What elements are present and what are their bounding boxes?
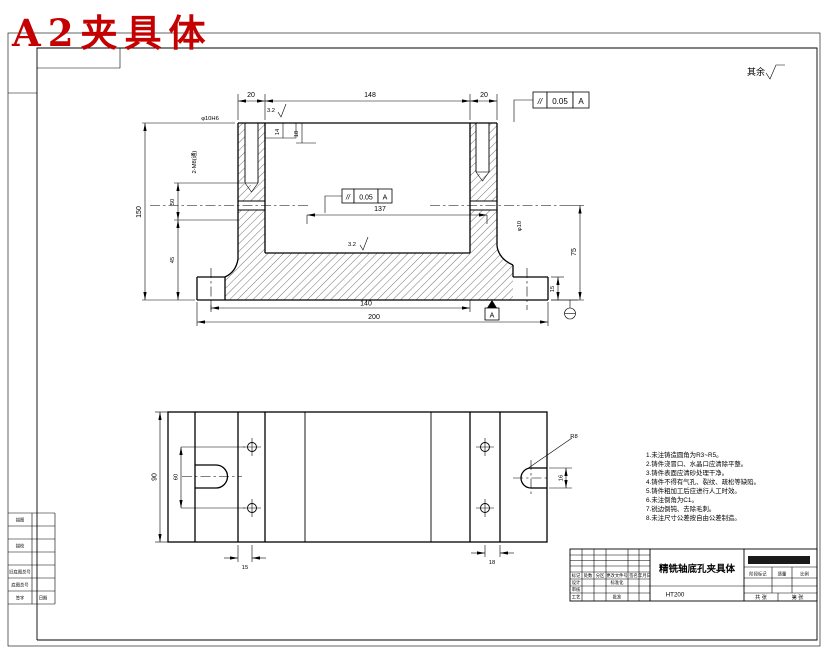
note-line: 3.铸件表面应清砂处理干净。 <box>646 468 728 477</box>
tolerance-value: 0.05 <box>552 97 568 106</box>
mounting-holes <box>243 438 494 517</box>
dim-slot-width: 16 <box>559 475 565 481</box>
tb-count: 处数 <box>584 572 593 579</box>
tapped-hole-left <box>244 123 259 193</box>
note-line: 4.铸件不得有气孔、裂纹、疏松等缺陷。 <box>646 477 760 486</box>
tb-scale: 比例 <box>800 571 809 578</box>
margin-no: 底图总号 <box>11 582 28 589</box>
tolerance-symbol: // <box>345 195 351 202</box>
side-hole-right <box>430 200 562 211</box>
surface-note-label: 其余 <box>747 66 765 77</box>
tolerance-datum: A <box>383 195 388 202</box>
tb-sheet-no: 第 张 <box>792 593 805 601</box>
thread-callout: 2-M8(通) <box>190 151 198 174</box>
dim-edge-left: 15 <box>242 565 248 571</box>
margin-sign: 签字 <box>16 595 25 601</box>
plan-view: R8 90 60 15 18 16 <box>152 411 578 571</box>
section-dimensions: 20 148 20 // 0.05 A 3.2 φ10H6 2-M8(通) 15… <box>136 91 590 326</box>
dim-wall-right: 20 <box>480 92 488 99</box>
margin-tracing: 描图 <box>16 517 25 524</box>
margin-date: 日期 <box>39 596 48 602</box>
roughness-floor-value: 3.2 <box>348 242 356 248</box>
hatched-section <box>225 123 513 300</box>
material-label: HT200 <box>666 592 685 599</box>
title-block: 标记 处数 分区 更改文件号 签名 年月日 设计 标准化 审核 工艺 批准 精铣… <box>569 548 818 602</box>
dim-plan-height: 90 <box>152 473 159 481</box>
tolerance-value: 0.05 <box>359 195 373 202</box>
dim-edge-right: 18 <box>489 560 495 566</box>
datum-letter: A <box>490 313 495 320</box>
surface-finish-note: 其余 <box>747 64 785 80</box>
tb-stage: 阶段标记 <box>749 571 767 578</box>
tolerance-datum: A <box>578 97 584 106</box>
tb-sign: 签名 <box>629 572 638 579</box>
dim-slot-radius: R8 <box>570 434 577 440</box>
top-hole-callout: φ10H6 <box>201 116 219 122</box>
left-slot <box>182 464 242 489</box>
note-line: 6.未注倒角为C1。 <box>646 495 698 504</box>
tb-zone: 分区 <box>596 572 605 579</box>
tb-standard: 标准化 <box>611 579 625 586</box>
note-line: 5.铸件粗加工后应进行人工时效。 <box>646 486 741 495</box>
drawing-code-band <box>748 556 810 564</box>
dim-hole-depth: 50 <box>170 199 176 205</box>
dim-wall-left: 20 <box>247 92 255 99</box>
dim-lower: 45 <box>170 257 176 263</box>
dim-overall-height: 150 <box>136 206 143 218</box>
tb-doc: 更改文件号 <box>606 572 627 579</box>
tapped-hole-right <box>475 123 490 182</box>
margin-old-no: 旧底图总号 <box>9 569 30 576</box>
dim-right-height: 75 <box>571 248 578 256</box>
dim-side-hole: φ10 <box>517 221 523 231</box>
section-view: 20 148 20 // 0.05 A 3.2 φ10H6 2-M8(通) 15… <box>136 91 590 326</box>
dim-span: 148 <box>364 92 376 99</box>
tb-mass: 质量 <box>778 571 787 578</box>
note-line: 7.锐边倒钝、去除毛刺。 <box>646 504 715 513</box>
roughness-top-value: 3.2 <box>267 108 275 114</box>
technical-notes: 1.未注铸造圆角为R3~R5。 2.铸件浇冒口、水晶口应清除平整。 3.铸件表面… <box>646 450 760 522</box>
right-slot: R8 <box>513 434 578 496</box>
datum-a-icon: A <box>484 300 500 321</box>
margin-blocks: 描图 描校 旧底图总号 底图总号 签字 日期 <box>8 512 56 605</box>
margin-tracing-check: 描校 <box>16 543 25 550</box>
dim-base-width: 140 <box>360 301 372 308</box>
tb-process: 工艺 <box>572 595 581 600</box>
dim-foot-height: 15 <box>550 286 556 292</box>
tb-date: 年月日 <box>638 572 651 579</box>
tb-check: 审核 <box>572 586 581 593</box>
roughness-icon <box>277 103 287 118</box>
page-title: A2夹具体 <box>11 11 212 55</box>
note-line: 2.铸件浇冒口、水晶口应清除平整。 <box>646 459 747 468</box>
note-line: 1.未注铸造圆角为R3~R5。 <box>646 450 723 459</box>
part-name: 精铣轴底孔夹具体 <box>659 563 736 575</box>
plan-dimensions: 90 60 15 18 16 <box>152 411 572 571</box>
dim-hole-spacing: 60 <box>174 474 180 480</box>
note-line: 8.未注尺寸公差按自由公差制造。 <box>646 513 741 522</box>
tb-mark: 标记 <box>572 572 581 579</box>
dim-step-small: 14 <box>275 128 281 135</box>
sheet-frame <box>7 32 821 647</box>
tb-approve: 批准 <box>613 594 622 601</box>
tb-total-sheets: 共 张 <box>755 593 768 601</box>
datum-target-icon <box>551 299 578 320</box>
tolerance-symbol: // <box>537 97 543 106</box>
dim-step-large: 18 <box>294 131 300 137</box>
roughness-icon <box>765 64 785 80</box>
roughness-icon <box>359 236 369 251</box>
dim-cavity-width: 137 <box>374 206 386 213</box>
tb-design: 设计 <box>572 579 581 586</box>
dim-overall-width: 200 <box>368 314 380 321</box>
section-outline <box>196 122 549 301</box>
